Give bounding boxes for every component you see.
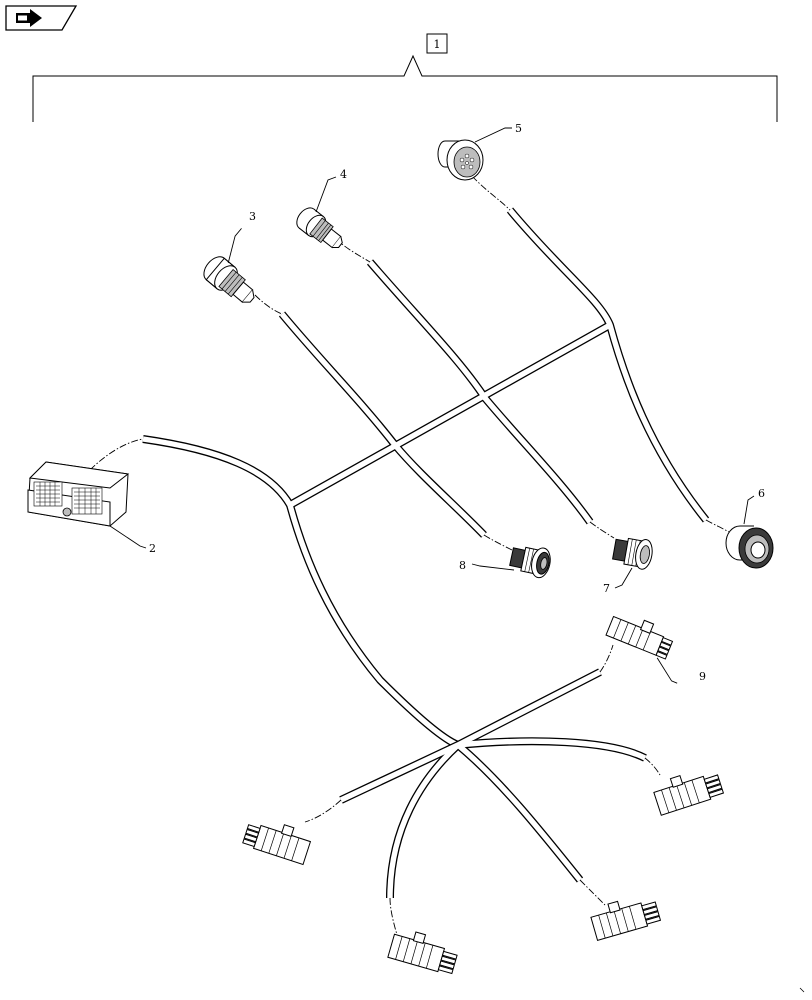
wire-group-lower — [339, 668, 647, 899]
assembly-item-number: 1 — [434, 38, 441, 51]
wire-group-upper — [142, 207, 710, 749]
harness-wires — [142, 207, 710, 899]
callout-8: 8 — [459, 559, 466, 572]
callout-4: 4 — [340, 168, 347, 181]
callout-9: 9 — [699, 670, 706, 683]
connection-dash-lines — [89, 175, 730, 939]
callout-5: 5 — [515, 122, 522, 135]
connector-lower-right — [590, 900, 662, 941]
connector-9-flat — [605, 615, 678, 684]
callout-7: 7 — [603, 582, 610, 595]
next-page-arrow-icon — [16, 9, 42, 27]
connector-lower-left — [242, 824, 312, 866]
assembly-item-box — [426, 33, 448, 54]
assembly-bracket: 1 — [32, 33, 778, 122]
callout-6: 6 — [758, 487, 765, 500]
connector-lower-right-upper — [653, 774, 725, 816]
connector-5-circular — [437, 127, 512, 181]
connector-6-circular — [725, 495, 774, 569]
connector-lower-middle — [387, 931, 458, 975]
callout-2: 2 — [149, 542, 156, 555]
next-page-button[interactable] — [4, 4, 78, 32]
connector-2-ecu-block — [27, 461, 147, 549]
connector-8-round — [509, 546, 551, 579]
connector-7-round — [612, 537, 653, 570]
callout-3: 3 — [249, 210, 256, 223]
connector-4-round — [296, 207, 343, 249]
corner-mark — [799, 987, 805, 993]
connector-3-round — [203, 228, 255, 303]
